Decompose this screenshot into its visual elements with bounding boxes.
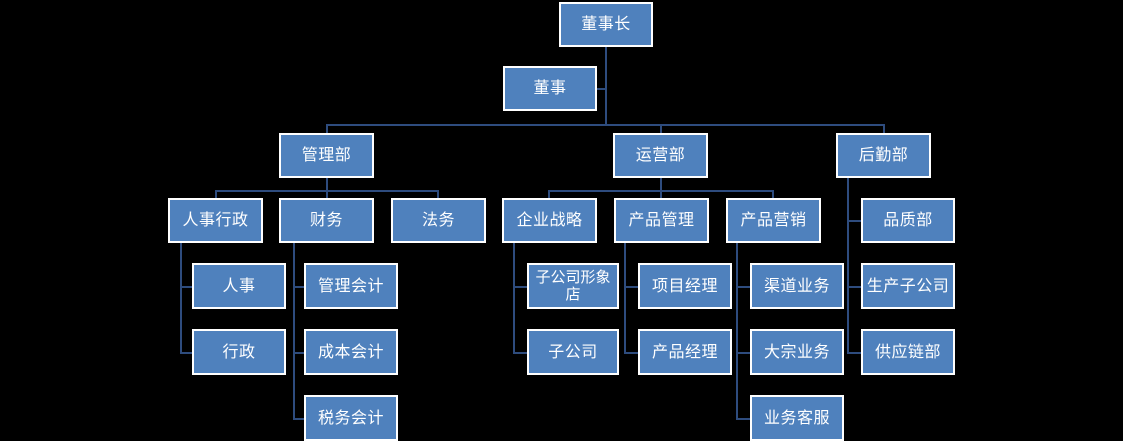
node-bulk-business[interactable]: 大宗业务 xyxy=(750,329,844,375)
node-dept-management[interactable]: 管理部 xyxy=(279,133,374,178)
connector-director-stem xyxy=(605,88,607,126)
connector-corp-strategy-to-flagship xyxy=(513,286,529,288)
connector-logistics-to-production-subsidiary xyxy=(847,286,863,288)
connector-finance-spine xyxy=(293,243,295,420)
connector-product-marketing-to-customer-service xyxy=(736,418,752,420)
connector-product-management-spine xyxy=(624,243,626,354)
node-production-subsidiary[interactable]: 生产子公司 xyxy=(861,263,955,309)
connector-to-logistics xyxy=(883,124,885,133)
connector-product-management-to-project-manager xyxy=(624,286,640,288)
connector-chairman-stem xyxy=(605,47,607,90)
node-product-manager[interactable]: 产品经理 xyxy=(638,329,732,375)
connector-hr-admin-to-hr xyxy=(180,286,194,288)
node-hr-admin[interactable]: 人事行政 xyxy=(168,198,263,243)
connector-to-product-management xyxy=(660,190,662,199)
node-legal[interactable]: 法务 xyxy=(391,198,486,243)
node-business-customer-service[interactable]: 业务客服 xyxy=(750,395,844,441)
connector-level3-bus xyxy=(326,124,885,126)
connector-management-stem xyxy=(326,178,328,192)
node-finance[interactable]: 财务 xyxy=(279,198,374,243)
node-dept-operations[interactable]: 运营部 xyxy=(613,133,708,178)
connector-to-management xyxy=(326,124,328,133)
connector-finance-to-tax-accounting xyxy=(293,418,307,420)
connector-hr-admin-spine xyxy=(180,243,182,354)
connector-product-marketing-to-channel xyxy=(736,286,752,288)
connector-to-finance xyxy=(326,190,328,199)
node-supply-chain[interactable]: 供应链部 xyxy=(861,329,955,375)
connector-operations-stem xyxy=(660,178,662,192)
node-tax-accounting[interactable]: 税务会计 xyxy=(304,395,398,441)
connector-to-corp-strategy xyxy=(548,190,550,199)
node-product-marketing[interactable]: 产品营销 xyxy=(726,198,821,243)
connector-chairman-to-director xyxy=(597,88,607,90)
node-product-management[interactable]: 产品管理 xyxy=(614,198,709,243)
node-subsidiary-flagship-store[interactable]: 子公司形象店 xyxy=(527,263,619,309)
connector-to-hr-admin xyxy=(215,190,217,199)
node-subsidiary[interactable]: 子公司 xyxy=(527,329,619,375)
node-cost-accounting[interactable]: 成本会计 xyxy=(304,329,398,375)
connector-product-marketing-to-bulk xyxy=(736,352,752,354)
connector-logistics-to-quality xyxy=(847,220,863,222)
node-hr[interactable]: 人事 xyxy=(192,263,286,309)
connector-product-management-to-product-manager xyxy=(624,352,640,354)
node-dept-logistics[interactable]: 后勤部 xyxy=(836,133,931,178)
connector-finance-to-cost-accounting xyxy=(293,352,307,354)
connector-product-marketing-spine xyxy=(736,243,738,420)
node-quality[interactable]: 品质部 xyxy=(861,198,955,243)
connector-to-product-marketing xyxy=(772,190,774,199)
connector-to-operations xyxy=(660,124,662,133)
connector-hr-admin-to-admin xyxy=(180,352,194,354)
node-chairman[interactable]: 董事长 xyxy=(559,2,653,47)
connector-to-legal xyxy=(437,190,439,199)
node-project-manager[interactable]: 项目经理 xyxy=(638,263,732,309)
connector-corp-strategy-spine xyxy=(513,243,515,354)
connector-corp-strategy-to-subsidiary xyxy=(513,352,529,354)
connector-logistics-to-supply-chain xyxy=(847,352,863,354)
connector-finance-to-management-accounting xyxy=(293,286,307,288)
connector-logistics-spine xyxy=(847,178,849,354)
node-director[interactable]: 董事 xyxy=(503,66,597,111)
node-corp-strategy[interactable]: 企业战略 xyxy=(502,198,597,243)
node-admin[interactable]: 行政 xyxy=(192,329,286,375)
node-management-accounting[interactable]: 管理会计 xyxy=(304,263,398,309)
node-channel-business[interactable]: 渠道业务 xyxy=(750,263,844,309)
